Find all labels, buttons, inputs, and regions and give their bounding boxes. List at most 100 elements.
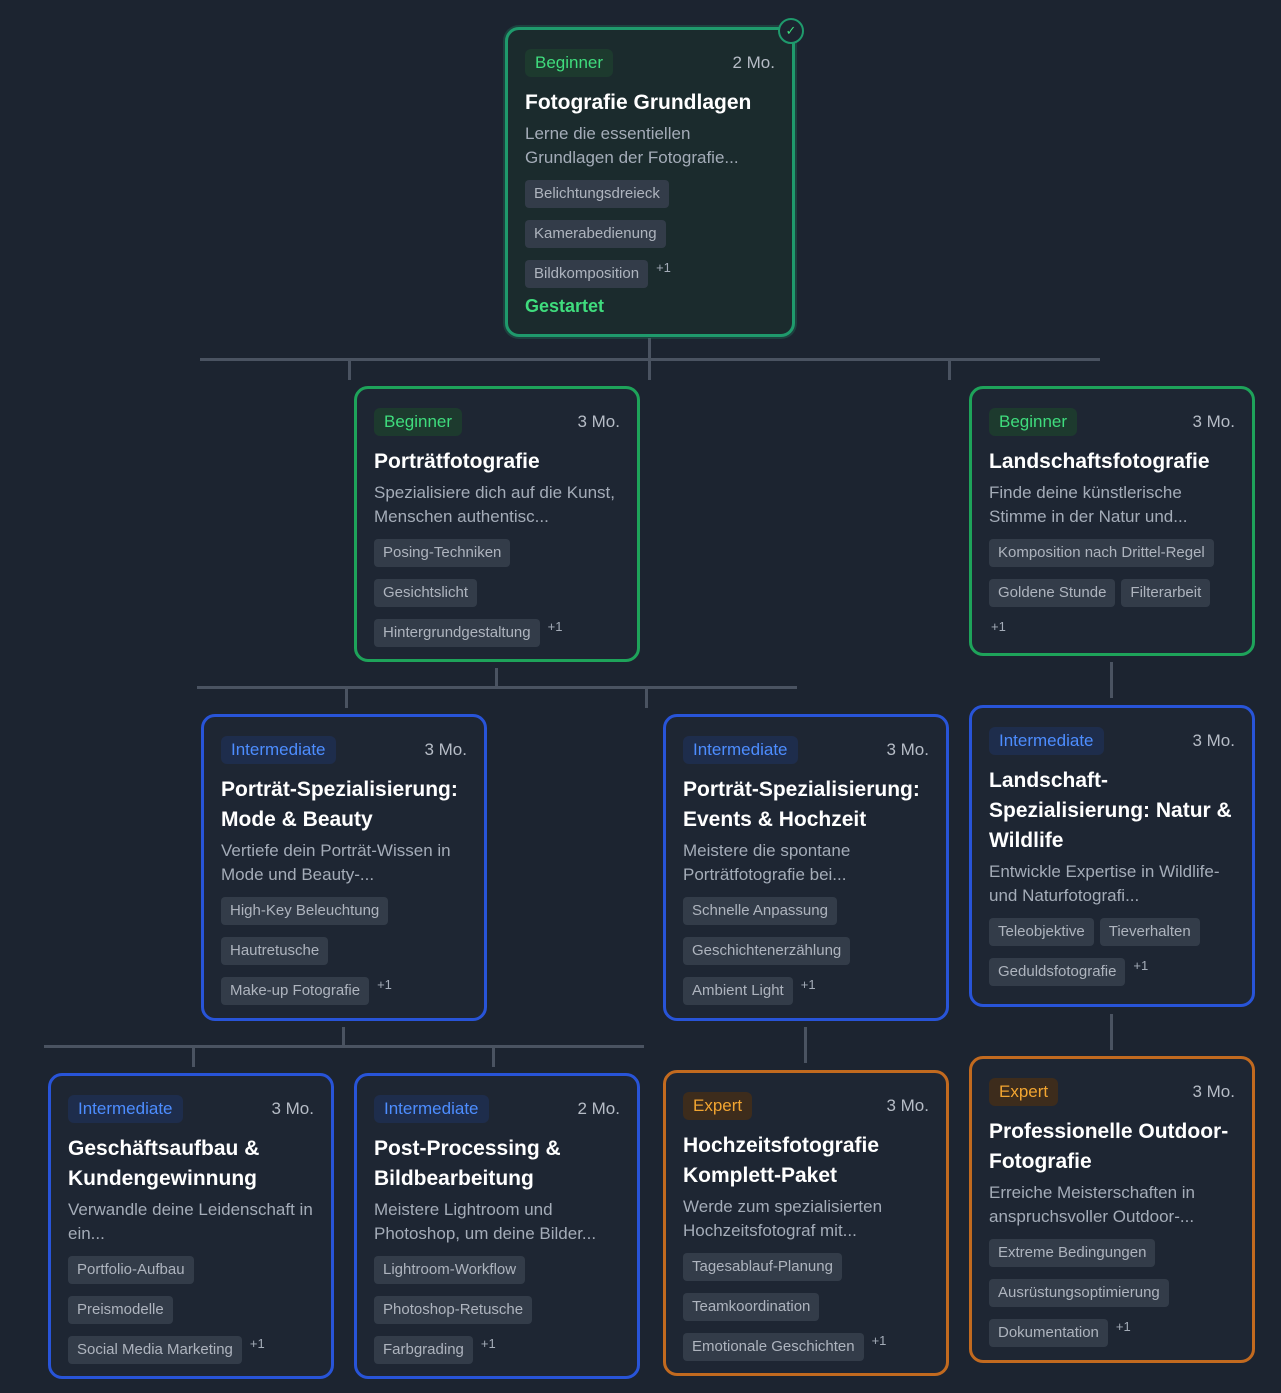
node-description: Lerne die essentiellen Grundlagen der Fo… (525, 124, 739, 167)
skill-tag: Farbgrading (374, 1336, 473, 1364)
node-description: Verwandle deine Leidenschaft in ein... (68, 1200, 313, 1243)
connector-line (492, 1045, 495, 1067)
more-tags-count: +1 (800, 977, 816, 992)
skill-tag: Hintergrundgestaltung (374, 619, 540, 647)
check-icon: ✓ (778, 18, 804, 44)
skill-tag: Teamkoordination (683, 1293, 820, 1321)
connector-line (645, 686, 648, 708)
tag-list: Extreme Bedingungen Ausrüstungsoptimieru… (989, 1239, 1235, 1347)
duration-label: 3 Mo. (1192, 1082, 1235, 1101)
level-badge: Expert (683, 1092, 753, 1120)
connector-line (948, 358, 951, 380)
roadmap-node-landschaftsfotografie[interactable]: Beginner 3 Mo. Landschaftsfotografie Fin… (969, 386, 1255, 656)
skill-tag: Geschichtenerzählung (683, 937, 851, 965)
skill-tag: Kamerabedienung (525, 220, 666, 248)
duration-label: 3 Mo. (577, 412, 620, 431)
level-badge: Expert (989, 1078, 1059, 1106)
level-badge: Intermediate (68, 1095, 183, 1123)
node-title: Professionelle Outdoor-Fotografie (989, 1120, 1229, 1173)
connector-line (1110, 1014, 1113, 1050)
duration-label: 2 Mo. (732, 53, 775, 72)
duration-label: 2 Mo. (577, 1099, 620, 1118)
tag-list: Schnelle Anpassung Geschichtenerzählung … (683, 897, 929, 1005)
skill-tag: Bildkomposition (525, 260, 649, 288)
duration-label: 3 Mo. (271, 1099, 314, 1118)
skill-tag: Extreme Bedingungen (989, 1239, 1156, 1267)
tag-list: Posing-Techniken Gesichtslicht Hintergru… (374, 539, 620, 647)
tag-list: Portfolio-Aufbau Preismodelle Social Med… (68, 1256, 314, 1364)
level-badge: Intermediate (683, 736, 798, 764)
tag-list: Tagesablauf-Planung Teamkoordination Emo… (683, 1253, 929, 1361)
roadmap-node-mode-beauty[interactable]: Intermediate 3 Mo. Porträt-Spezialisieru… (201, 714, 487, 1021)
skill-tag: Goldene Stunde (989, 579, 1116, 607)
node-description: Entwickle Expertise in Wildlife- und Nat… (989, 862, 1220, 905)
node-title: Geschäftsaufbau & Kundengewinnung (68, 1137, 260, 1190)
tag-list: Komposition nach Drittel-Regel Goldene S… (989, 539, 1235, 634)
more-tags-count: +1 (1115, 1319, 1131, 1334)
node-title: Post-Processing & Bildbearbeitung (374, 1137, 561, 1190)
skill-tag: Geduldsfotografie (989, 958, 1126, 986)
connector-line (804, 1027, 807, 1063)
more-tags-count: +1 (991, 619, 1006, 634)
roadmap-node-post-processing[interactable]: Intermediate 2 Mo. Post-Processing & Bil… (354, 1073, 640, 1379)
level-badge: Beginner (989, 408, 1078, 436)
roadmap-node-outdoor-fotografie[interactable]: Expert 3 Mo. Professionelle Outdoor-Foto… (969, 1056, 1255, 1363)
more-tags-count: +1 (1133, 958, 1149, 973)
duration-label: 3 Mo. (886, 740, 929, 759)
tag-list: Belichtungsdreieck Kamerabedienung Bildk… (525, 180, 775, 288)
roadmap-node-portraetfotografie[interactable]: Beginner 3 Mo. Porträtfotografie Spezial… (354, 386, 640, 662)
level-badge: Beginner (525, 49, 614, 77)
roadmap-node-events-hochzeit[interactable]: Intermediate 3 Mo. Porträt-Spezialisieru… (663, 714, 949, 1021)
connector-line (192, 1045, 195, 1067)
more-tags-count: +1 (871, 1333, 887, 1348)
roadmap-node-hochzeitsfotografie[interactable]: Expert 3 Mo. Hochzeitsfotografie Komplet… (663, 1070, 949, 1376)
skill-tag: Filterarbeit (1121, 579, 1211, 607)
skill-tag: Ausrüstungsoptimierung (989, 1279, 1169, 1307)
duration-label: 3 Mo. (1192, 412, 1235, 431)
duration-label: 3 Mo. (1192, 731, 1235, 750)
roadmap-node-geschaeftsaufbau[interactable]: Intermediate 3 Mo. Geschäftsaufbau & Kun… (48, 1073, 334, 1379)
level-badge: Intermediate (221, 736, 336, 764)
skill-tag: Tieverhalten (1099, 918, 1200, 946)
duration-label: 3 Mo. (886, 1096, 929, 1115)
skill-tag: Preismodelle (68, 1296, 173, 1324)
more-tags-count: +1 (377, 977, 392, 992)
connector-line (495, 668, 498, 688)
node-description: Meistere Lightroom und Photoshop, um dei… (374, 1200, 597, 1243)
skill-tag: Teleobjektive (989, 918, 1094, 946)
node-description: Werde zum spezialisierten Hochzeitsfotog… (683, 1197, 883, 1240)
node-title: Porträtfotografie (374, 450, 540, 473)
duration-label: 3 Mo. (424, 740, 467, 759)
roadmap-node-natur-wildlife[interactable]: Intermediate 3 Mo. Landschaft-Spezialisi… (969, 705, 1255, 1007)
skill-tag: Gesichtslicht (374, 579, 478, 607)
connector-line (348, 358, 351, 380)
more-tags-count: +1 (656, 260, 671, 275)
node-title: Porträt-Spezialisierung: Mode & Beauty (221, 778, 458, 831)
node-description: Spezialisiere dich auf die Kunst, Mensch… (374, 483, 615, 526)
connector-line (197, 686, 797, 689)
skill-tag: Dokumentation (989, 1319, 1108, 1347)
tag-list: Teleobjektive Tieverhalten Geduldsfotogr… (989, 918, 1235, 986)
node-title: Landschaft-Spezialisierung: Natur & Wild… (989, 769, 1232, 852)
skill-tag: Emotionale Geschichten (683, 1333, 864, 1361)
more-tags-count: +1 (547, 619, 563, 634)
node-title: Porträt-Spezialisierung: Events & Hochze… (683, 778, 920, 831)
node-title: Hochzeitsfotografie Komplett-Paket (683, 1134, 880, 1187)
connector-line (648, 338, 651, 360)
skill-tag: Ambient Light (683, 977, 793, 1005)
more-tags-count: +1 (249, 1336, 265, 1351)
skill-tag: Belichtungsdreieck (525, 180, 669, 208)
skill-tag: Portfolio-Aufbau (68, 1256, 194, 1284)
node-title: Landschaftsfotografie (989, 450, 1210, 473)
connector-line (648, 358, 651, 380)
skill-tag: Photoshop-Retusche (374, 1296, 533, 1324)
skill-tag: Tagesablauf-Planung (683, 1253, 842, 1281)
node-description: Vertiefe dein Porträt-Wissen in Mode und… (221, 841, 451, 884)
skill-tag: Komposition nach Drittel-Regel (989, 539, 1214, 567)
roadmap-node-fotografie-grundlagen[interactable]: ✓ Beginner 2 Mo. Fotografie Grundlagen L… (505, 18, 804, 337)
more-tags-count: +1 (480, 1336, 496, 1351)
node-description: Finde deine künstlerische Stimme in der … (989, 483, 1188, 526)
skill-tag: Make-up Fotografie (221, 977, 370, 1005)
connector-line (345, 686, 348, 708)
connector-line (44, 1045, 644, 1048)
